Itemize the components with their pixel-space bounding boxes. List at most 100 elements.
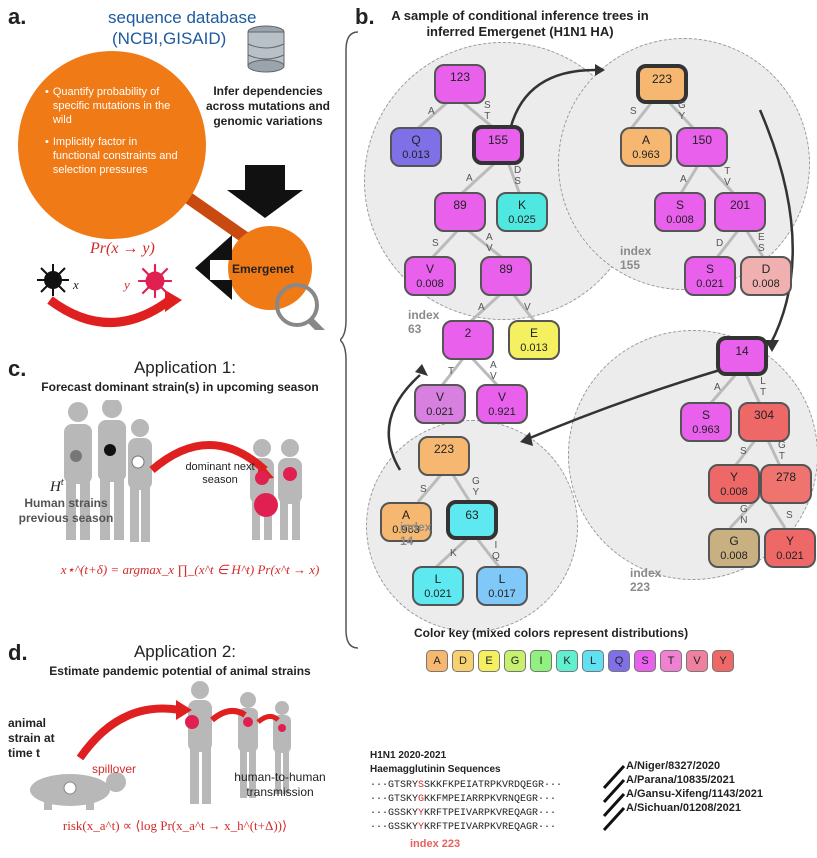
seq-header-1: H1N1 2020-2021 xyxy=(370,750,447,761)
key-box: I xyxy=(530,650,552,672)
transmission-label: human-to-human transmission xyxy=(234,770,326,799)
bullet-1: •Quantify probability of specific mutati… xyxy=(45,86,171,126)
strain-name: A/Niger/8327/2020 xyxy=(626,760,721,772)
edge-label: A V xyxy=(486,232,493,254)
key-box: Y xyxy=(712,650,734,672)
seq-post: SKKFKPEIATRPKVRDQEGR··· xyxy=(424,780,563,791)
x-label: x xyxy=(73,277,79,292)
key-box: T xyxy=(660,650,682,672)
h-label-sup: t xyxy=(60,477,64,488)
edge-label: A V xyxy=(490,360,497,382)
edge-label: G N xyxy=(740,504,748,526)
tree-node: 155 xyxy=(472,125,524,165)
database-subtitle: (NCBI,GISAID) xyxy=(112,29,227,48)
panel-b-label: b. xyxy=(355,4,375,29)
formula-d: risk(x_a^t) ∝ ⟨log Pr(x_a^t → x_h^(t+Δ))… xyxy=(62,818,288,833)
edge-label: D S xyxy=(514,165,522,187)
tree-node: 223 xyxy=(636,64,688,104)
strain-name: A/Sichuan/01208/2021 xyxy=(626,802,741,814)
tree-node: 201 xyxy=(714,192,766,232)
h-label: Ht xyxy=(50,477,64,496)
bracket xyxy=(340,31,359,649)
edge-label: S xyxy=(630,106,637,117)
edge-label: D xyxy=(716,238,724,249)
edge-label: T V xyxy=(724,166,731,188)
spillover-label: spillover xyxy=(92,762,137,776)
seq-mut: S xyxy=(418,780,425,791)
seq-pre: ···GSSKY xyxy=(370,808,419,819)
seq-post: KKFMPEIARRPKVRNQEGR··· xyxy=(424,794,557,805)
tree-node: 304 xyxy=(738,402,790,442)
sequence-row: ···GTSKYGKKFMPEIARRPKVRNQEGR··· xyxy=(370,793,556,806)
seq-pre: ···GTSRY xyxy=(370,780,419,791)
app1-title: Application 1: xyxy=(133,358,237,377)
seq-mut: Y xyxy=(418,822,425,833)
formula-a: Pr(x → y) xyxy=(90,240,155,257)
key-box: D xyxy=(452,650,474,672)
database-icon xyxy=(247,25,285,73)
tree-node: 2 xyxy=(442,320,494,360)
virus-red-icon xyxy=(138,264,172,298)
tree-node: 123 xyxy=(434,64,486,104)
tree-node: 223 xyxy=(418,436,470,476)
key-box: G xyxy=(504,650,526,672)
animal-human-figures-d xyxy=(30,681,291,810)
app2-subtitle: Estimate pandemic potential of animal st… xyxy=(49,664,311,678)
key-box: K xyxy=(556,650,578,672)
edge-label: V xyxy=(524,302,531,313)
edge-label: S T xyxy=(484,100,491,122)
sequence-row: ···GTSRYSSKKFKPEIATRPKVRDQEGR··· xyxy=(370,779,562,792)
panel-a-graphics xyxy=(18,51,325,330)
seq-post: KRFTPEIVARPKVREQAGR··· xyxy=(424,808,557,819)
edge-label: S xyxy=(740,446,747,457)
index-label: index 155 xyxy=(620,244,652,272)
index-223-label: index 223 xyxy=(410,838,461,850)
key-box: A xyxy=(426,650,448,672)
tree-node: 89 xyxy=(434,192,486,232)
animal-strain-label: animal strain at time t xyxy=(8,716,55,760)
key-box: E xyxy=(478,650,500,672)
index-label: index 63 xyxy=(408,308,440,336)
tree-node: 150 xyxy=(676,127,728,167)
virus-black-icon xyxy=(37,264,69,296)
edge-label: T xyxy=(448,366,455,377)
seq-mut: G xyxy=(418,794,425,805)
human-strains-label: Human strains previous season xyxy=(18,496,114,525)
seq-post: KRFTPEIVARPKVREQAGR··· xyxy=(424,822,557,833)
dominant-label: dominant next season xyxy=(185,461,255,486)
edge-label: A xyxy=(478,302,485,313)
edge-label: A xyxy=(680,174,687,185)
key-box: S xyxy=(634,650,656,672)
strain-name: A/Gansu-Xifeng/1143/2021 xyxy=(626,788,763,800)
strain-connectors xyxy=(602,764,626,832)
tree-node: 14 xyxy=(716,336,768,376)
edge-label: A xyxy=(428,106,435,117)
panel-c-label: c. xyxy=(8,356,27,381)
sequence-row: ···GSSKYYKRFTPEIVARPKVREQAGR··· xyxy=(370,807,556,820)
edge-label: S xyxy=(786,510,793,521)
sequence-row: ···GSSKYYKRFTPEIVARPKVREQAGR··· xyxy=(370,821,556,834)
human-figures-c xyxy=(64,400,302,542)
edge-label: E S xyxy=(758,232,765,254)
edge-label: S xyxy=(432,238,439,249)
tree-node: 63 xyxy=(446,500,498,540)
edge-label: K xyxy=(450,548,457,559)
key-box: Q xyxy=(608,650,630,672)
index-label: index 223 xyxy=(630,566,662,594)
edge-label: G Y xyxy=(678,100,686,122)
edge-label: G Y xyxy=(472,476,480,498)
seq-pre: ···GSSKY xyxy=(370,822,419,833)
y-label: y xyxy=(124,277,130,292)
bullet-list: •Quantify probability of specific mutati… xyxy=(45,85,180,177)
tree-node: 89 xyxy=(480,256,532,296)
